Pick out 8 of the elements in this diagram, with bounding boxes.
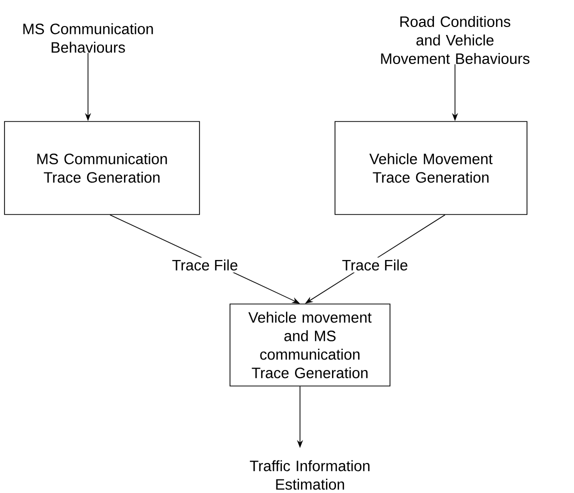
edge-label: Trace File	[170, 257, 240, 272]
text-label: MS Communication Behaviours	[23, 23, 153, 53]
process-box: MS Communication Trace Generation	[4, 121, 200, 215]
edge-label: Trace File	[340, 257, 410, 272]
process-box: Vehicle movement and MS communication Trace Generation	[230, 304, 390, 386]
process-box: Vehicle Movement Trace Generation	[334, 121, 528, 215]
text-label: Traffic Information Estimation	[250, 460, 370, 490]
text-label: Road Conditions and Vehicle Movement Behaviours	[381, 16, 530, 64]
